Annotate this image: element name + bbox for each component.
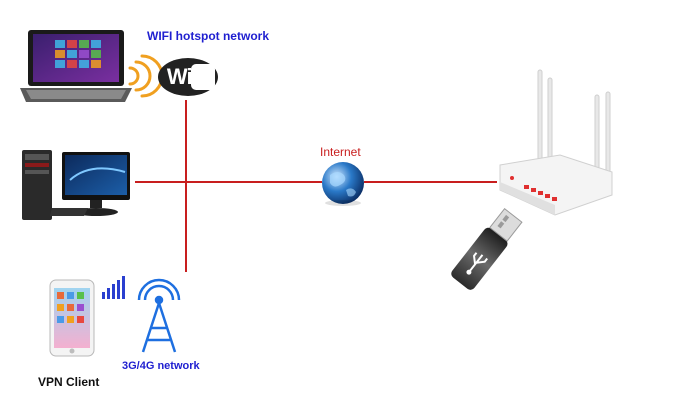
smartphone-icon <box>49 279 95 357</box>
router-icon <box>499 69 613 216</box>
wifi-logo-icon <box>158 58 218 96</box>
mobile-network-label: 3G/4G network <box>122 360 200 372</box>
tablet-laptop-icon <box>20 30 132 102</box>
wifi-logo-text: WiFi <box>166 64 210 89</box>
internet-label: Internet <box>320 145 361 159</box>
wifi-hotspot-label: WIFI hotspot network <box>147 29 269 43</box>
cell-tower-icon <box>137 278 181 353</box>
usb-dongle-icon <box>451 207 523 290</box>
connection-lines <box>135 100 497 272</box>
cell-signal-icon <box>102 276 125 299</box>
desktop-computer-icon <box>22 150 130 220</box>
globe-icon <box>322 162 364 206</box>
vpn-client-label: VPN Client <box>38 375 100 389</box>
